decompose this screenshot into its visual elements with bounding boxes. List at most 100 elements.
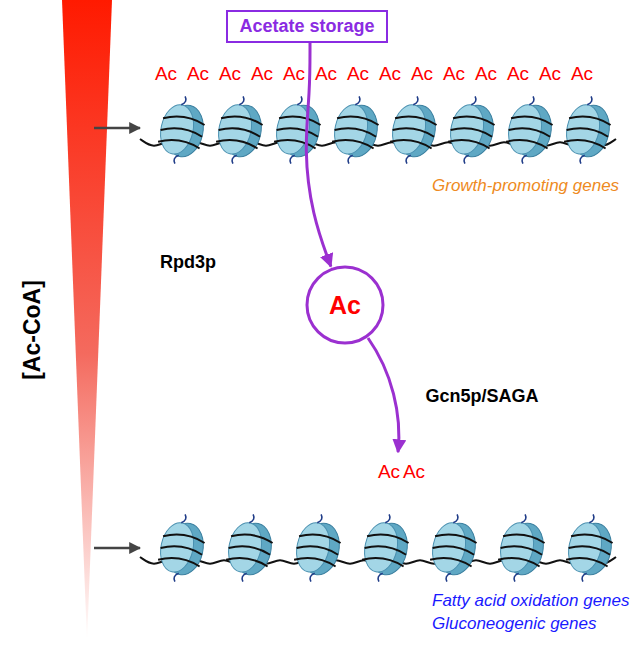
nucleosome xyxy=(270,93,325,168)
dna-wrap xyxy=(511,113,553,127)
dna-wrap xyxy=(564,136,606,150)
histone-tail xyxy=(529,96,534,106)
acetyl-mark: Ac xyxy=(283,63,305,85)
nucleosome xyxy=(560,93,615,168)
pointer-arrow xyxy=(94,547,140,550)
dna-wrap xyxy=(161,125,203,139)
dna-wrap xyxy=(503,531,545,545)
concentration-wedge xyxy=(62,0,112,642)
dna-wrap xyxy=(231,531,273,545)
acetyl-mark: Ac xyxy=(155,63,177,85)
dna-wrap xyxy=(451,125,493,139)
histone-tail xyxy=(587,96,592,106)
histone-tail xyxy=(181,514,186,524)
storage-box: Acetate storage xyxy=(226,10,388,43)
histone-tail xyxy=(445,573,450,583)
dna-wrap xyxy=(279,113,321,127)
gene-label: Fatty acid oxidation genes xyxy=(432,591,630,611)
histone-tail xyxy=(249,514,254,524)
dna-wrap xyxy=(294,554,336,568)
nucleosome xyxy=(562,511,617,586)
acetyl-mark: Ac xyxy=(315,63,337,85)
dna-wrap xyxy=(393,125,435,139)
nucleosome xyxy=(154,93,209,168)
dna-wrap xyxy=(567,125,609,139)
acetyl-mark: Ac xyxy=(443,63,465,85)
acetyl-mark: Ac xyxy=(379,63,401,85)
acetyl-mark: Ac xyxy=(507,63,529,85)
histone-tail xyxy=(241,573,246,583)
chromatin-fibers xyxy=(140,93,618,586)
dna-wrap xyxy=(216,136,258,150)
histone-tail xyxy=(289,155,294,165)
dna-wrap xyxy=(299,531,341,545)
dna-wrap xyxy=(433,543,475,557)
axis-label: [Ac-CoA] xyxy=(19,280,45,380)
histone-tail xyxy=(347,155,352,165)
dna-wrap xyxy=(509,125,551,139)
enzyme-label: Rpd3p xyxy=(160,252,216,273)
acetyl-mark: Ac xyxy=(475,63,497,85)
dna-wrap xyxy=(448,136,490,150)
dna-wrap xyxy=(163,531,205,545)
dna-wrap xyxy=(226,554,268,568)
histone-tail xyxy=(513,573,518,583)
nucleosome xyxy=(358,511,413,586)
histone-tail xyxy=(521,155,526,165)
dna-wrap xyxy=(501,543,543,557)
gene-label: Gluconeogenic genes xyxy=(432,614,596,634)
acetyl-mark: Ac xyxy=(251,63,273,85)
dna-wrap xyxy=(453,113,495,127)
nucleosome xyxy=(290,511,345,586)
histone-tail xyxy=(413,96,418,106)
acetate-circle: Ac xyxy=(305,265,385,345)
dna-wrap xyxy=(569,543,611,557)
histone-tail xyxy=(231,155,236,165)
dna-wrap xyxy=(337,113,379,127)
nucleosome xyxy=(154,511,209,586)
dna-wrap xyxy=(219,125,261,139)
dna-wrap xyxy=(229,543,271,557)
pointer-arrow xyxy=(94,127,140,130)
nucleosome xyxy=(328,93,383,168)
dna-wrap xyxy=(297,543,339,557)
histone-tail xyxy=(377,573,382,583)
acetyl-mark: Ac xyxy=(571,63,593,85)
node-text: Ac xyxy=(329,291,361,320)
dna-wrap xyxy=(569,113,611,127)
dna-wrap xyxy=(277,125,319,139)
dna-wrap xyxy=(390,136,432,150)
node-text: Acetate storage xyxy=(239,16,374,37)
histone-tail xyxy=(355,96,360,106)
enzyme-label: Gcn5p/SAGA xyxy=(425,386,538,407)
dna-wrap xyxy=(498,554,540,568)
dna-wrap xyxy=(367,531,409,545)
histone-tail xyxy=(181,96,186,106)
dna-wrap xyxy=(274,136,316,150)
dna-wrap xyxy=(395,113,437,127)
dna-wrap xyxy=(430,554,472,568)
histone-tail xyxy=(309,573,314,583)
acetyl-mark: Ac xyxy=(378,461,400,483)
nucleosome xyxy=(444,93,499,168)
histone-tail xyxy=(453,514,458,524)
histone-tail xyxy=(405,155,410,165)
histone-tail xyxy=(317,514,322,524)
histone-tail xyxy=(471,96,476,106)
gene-label: Growth-promoting genes xyxy=(432,176,619,196)
histone-tail xyxy=(579,155,584,165)
acetyl-mark: Ac xyxy=(403,461,425,483)
acetyl-mark: Ac xyxy=(187,63,209,85)
dna-wrap xyxy=(365,543,407,557)
histone-tail xyxy=(463,155,468,165)
acetyl-mark: Ac xyxy=(219,63,241,85)
nucleosome xyxy=(502,93,557,168)
dna-wrap xyxy=(335,125,377,139)
nucleosome xyxy=(494,511,549,586)
histone-tail xyxy=(385,514,390,524)
nucleosome xyxy=(386,93,441,168)
nucleosome xyxy=(222,511,277,586)
dna-wrap xyxy=(161,543,203,557)
histone-tail xyxy=(589,514,594,524)
